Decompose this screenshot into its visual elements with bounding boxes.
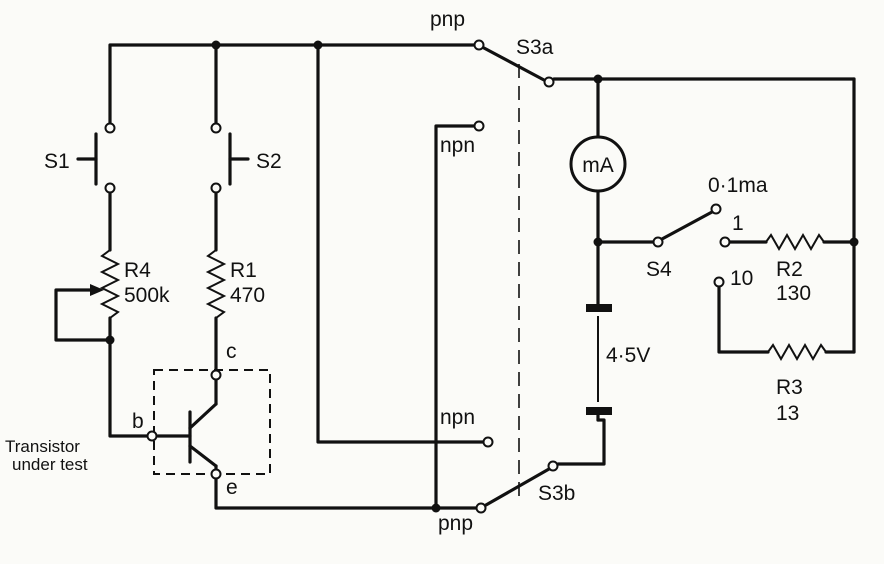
s2-switch xyxy=(210,122,250,194)
s3a-pnp-label: pnp xyxy=(430,8,465,31)
r3-value-label: 13 xyxy=(776,402,799,425)
meter-label: mA xyxy=(582,154,614,177)
collector-label: c xyxy=(226,340,237,363)
meter-branch-wire xyxy=(552,74,856,354)
battery xyxy=(556,304,612,466)
base-label: b xyxy=(132,410,144,433)
r3-resistor xyxy=(717,285,856,362)
r4-value-label: 500k xyxy=(124,284,170,307)
s2-label: S2 xyxy=(256,150,282,173)
collector-terminal xyxy=(210,369,222,381)
transistor-symbol xyxy=(156,378,218,472)
r3-name-label: R3 xyxy=(776,376,803,399)
s1-label: S1 xyxy=(44,150,70,173)
r2-resistor xyxy=(728,232,859,252)
base-terminal xyxy=(146,430,158,442)
top-rail-wire xyxy=(108,40,486,444)
emitter-terminal xyxy=(210,468,222,480)
bottom-rail-wire xyxy=(214,124,478,513)
s1-switch xyxy=(76,122,116,194)
s3b-switch xyxy=(475,436,559,514)
range-10-label: 10 xyxy=(730,267,753,290)
r4-potentiometer xyxy=(54,191,152,438)
s3b-label: S3b xyxy=(538,482,575,505)
r2-name-label: R2 xyxy=(776,258,803,281)
r1-value-label: 470 xyxy=(230,284,265,307)
battery-label: 4·5V xyxy=(606,344,650,367)
r4-name-label: R4 xyxy=(124,259,151,282)
dut-socket-outline xyxy=(153,369,271,475)
dut-label-line1: Transistor xyxy=(5,437,80,456)
r1-name-label: R1 xyxy=(230,259,257,282)
s3a-switch xyxy=(473,39,555,132)
emitter-label: e xyxy=(226,476,238,499)
s3b-npn-label: npn xyxy=(440,406,475,429)
dut-label-line2: under test xyxy=(12,455,88,474)
s3a-label: S3a xyxy=(516,36,554,59)
range-1-label: 1 xyxy=(732,212,744,235)
s4-label: S4 xyxy=(646,258,672,281)
s3b-pnp-label: pnp xyxy=(438,512,473,535)
s3a-npn-label: npn xyxy=(440,134,475,157)
r1-resistor xyxy=(205,191,227,372)
range-high-label: 0·1ma xyxy=(708,174,768,197)
milliammeter: mA xyxy=(569,135,627,193)
r2-value-label: 130 xyxy=(776,282,811,305)
